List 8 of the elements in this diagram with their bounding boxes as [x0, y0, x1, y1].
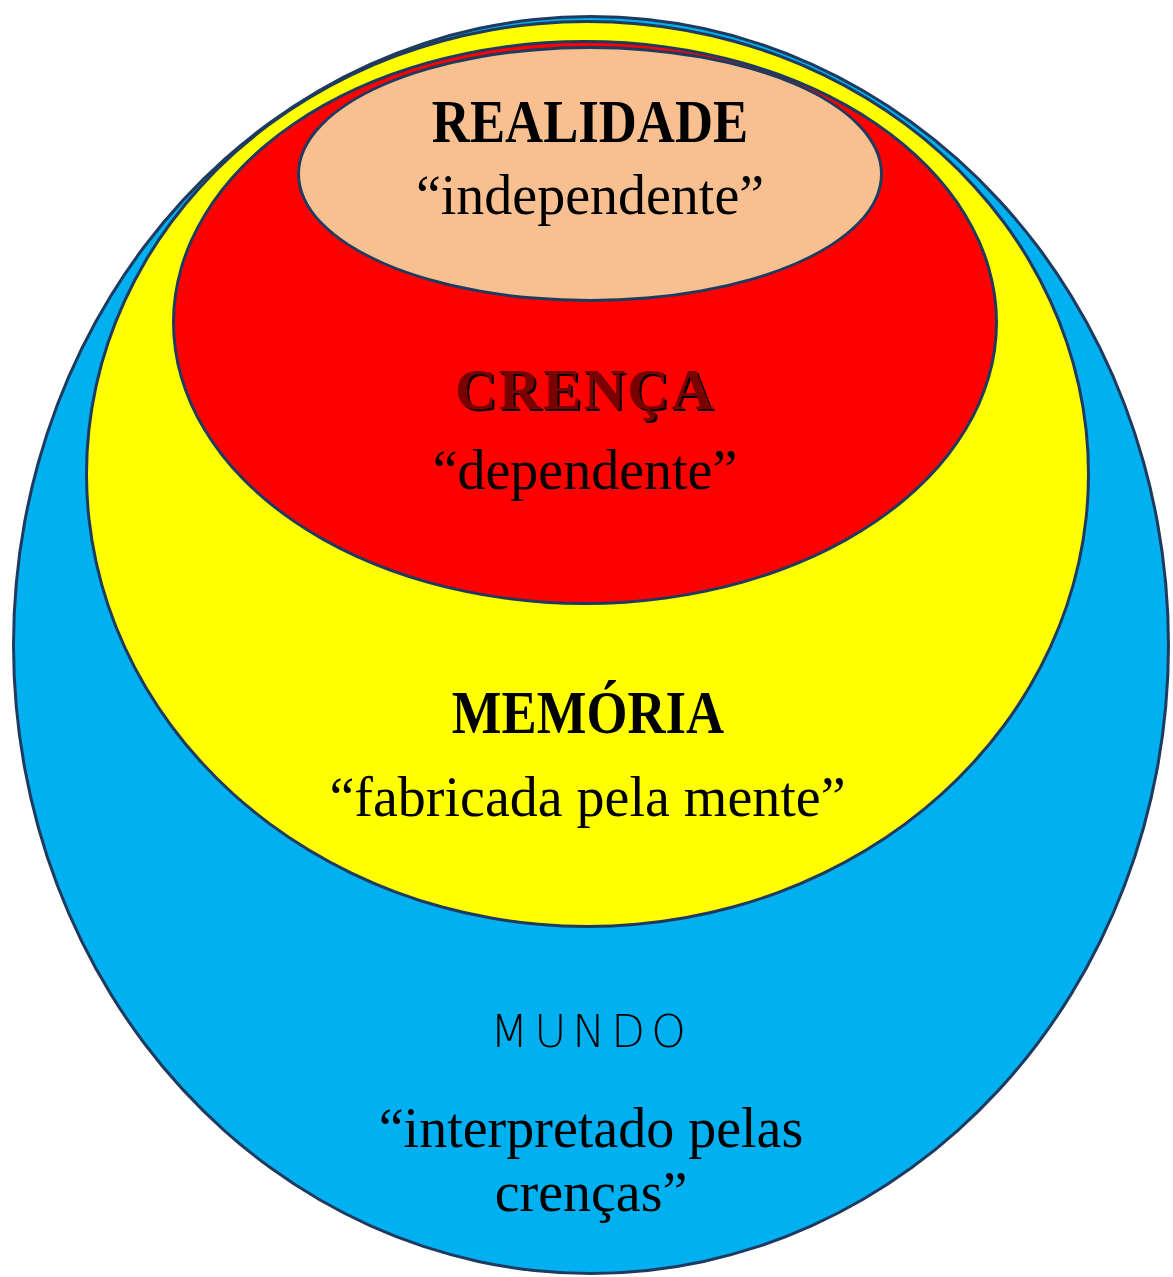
- region-title: REALIDADE: [431, 87, 749, 156]
- region-description: “interpretado pelas crenças”: [377, 1096, 805, 1225]
- region-description: “dependente”: [431, 438, 739, 503]
- region-description: “fabricada pela mente”: [328, 765, 847, 830]
- region-title: MEMÓRIA: [451, 678, 724, 747]
- region-description: “independente”: [414, 163, 766, 228]
- region-title: MUNDO: [490, 1008, 692, 1057]
- region-title: CRENÇA: [454, 358, 716, 422]
